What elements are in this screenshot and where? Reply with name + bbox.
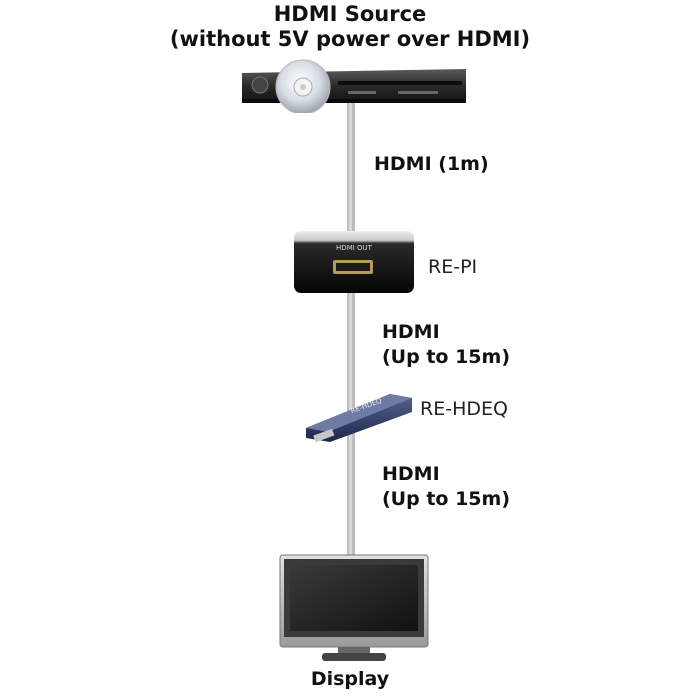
source-title-line2: (without 5V power over HDMI) (169, 27, 531, 51)
re-pi-body (294, 231, 414, 293)
cable-label-2-line2: (Up to 15m) (382, 346, 510, 368)
display-monitor (279, 554, 429, 661)
hdmi-source-player (242, 59, 466, 113)
re-pi-port-text: HDMI OUT (336, 244, 372, 252)
re-pi-device: HDMI OUT (293, 230, 415, 294)
cable-label-3-line2: (Up to 15m) (382, 488, 510, 510)
cable-label-2-line1: HDMI (382, 321, 440, 343)
re-hdeq-body (306, 394, 412, 443)
re-pi-label: RE-PI (428, 256, 478, 278)
cable-label-3-line1: HDMI (382, 463, 440, 485)
re-hdeq-device: RE-HDEQ (304, 388, 414, 444)
hdmi-cable-line (347, 95, 355, 565)
re-hdeq-label: RE-HDEQ (420, 398, 508, 420)
cable-label-1: HDMI (1m) (374, 153, 489, 175)
display-title: Display (310, 668, 390, 690)
source-title-line1: HDMI Source (273, 2, 427, 26)
